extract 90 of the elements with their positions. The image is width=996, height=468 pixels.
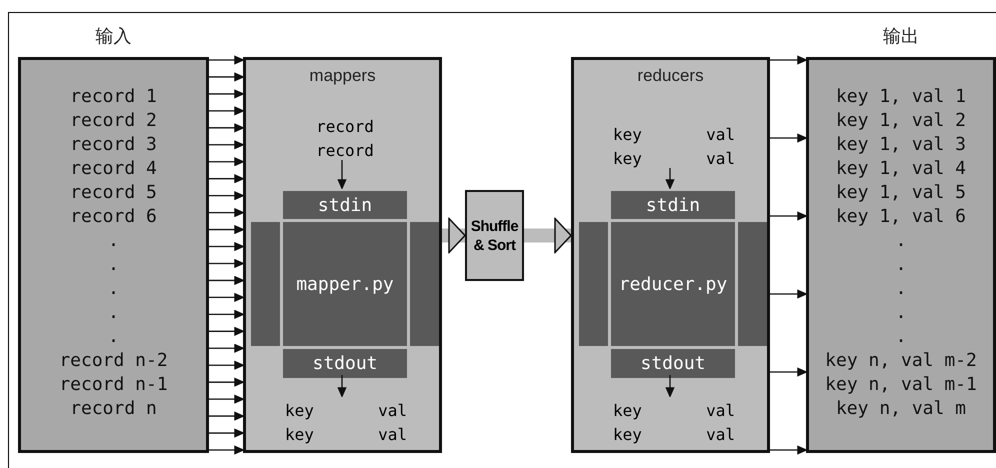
key-value-text: key n, val m xyxy=(836,397,966,421)
key-text: key xyxy=(613,124,642,146)
key-text: key xyxy=(285,400,314,422)
arrow xyxy=(770,134,807,142)
key-value-text: key 1, val 3 xyxy=(836,133,966,157)
side-bar xyxy=(251,222,280,346)
arrow xyxy=(209,208,244,217)
arrow xyxy=(209,242,244,251)
arrow xyxy=(209,344,244,352)
record-text: record 5 xyxy=(70,181,157,205)
record-text: record n xyxy=(70,397,157,421)
arrow xyxy=(338,375,346,397)
record-text: record 6 xyxy=(70,205,157,229)
arrow xyxy=(209,276,244,285)
input-text: record xyxy=(316,116,374,138)
mapper-panel xyxy=(243,57,442,453)
value-text: val xyxy=(706,124,735,146)
block-arrow xyxy=(442,218,466,254)
arrow xyxy=(666,168,674,189)
arrow xyxy=(209,327,244,336)
arrow xyxy=(209,428,244,438)
record-text: . xyxy=(108,277,119,301)
key-value-text: key n, val m-1 xyxy=(825,373,977,397)
arrow xyxy=(209,360,244,370)
arrow xyxy=(209,90,244,98)
shuffle-sort-box xyxy=(465,190,524,281)
arrow xyxy=(209,394,244,404)
panel-heading: 输入 xyxy=(96,25,132,48)
arrow xyxy=(209,106,244,116)
value-text: val xyxy=(706,400,735,422)
reducer-panel xyxy=(571,57,770,453)
value-text: val xyxy=(378,424,407,446)
panel-heading: 输出 xyxy=(883,25,919,48)
key-value-text: key 1, val 5 xyxy=(836,181,966,205)
record-text: record 4 xyxy=(70,157,157,181)
record-text: . xyxy=(108,325,119,349)
key-value-text: key 1, val 2 xyxy=(836,109,966,133)
arrow xyxy=(770,290,807,298)
side-bar xyxy=(738,222,767,346)
arrow xyxy=(209,293,244,302)
key-value-text: key 1, val 1 xyxy=(836,85,966,109)
side-bar xyxy=(579,222,608,346)
key-text: key xyxy=(613,148,642,170)
key-value-text: . xyxy=(896,277,906,301)
arrow xyxy=(209,310,244,319)
arrow xyxy=(770,446,807,454)
key-value-text: key n, val m-2 xyxy=(825,349,977,373)
box-label: Shuffle & Sort xyxy=(470,216,518,254)
value-text: val xyxy=(706,424,735,446)
arrow xyxy=(209,191,244,200)
key-text: key xyxy=(285,424,314,446)
key-value-text: key 1, val 6 xyxy=(836,205,966,229)
arrow xyxy=(209,412,244,420)
key-text: key xyxy=(613,424,642,446)
arrow xyxy=(209,56,244,64)
arrow xyxy=(209,124,244,132)
arrow xyxy=(209,158,244,166)
arrow xyxy=(770,368,807,376)
arrow xyxy=(666,375,674,397)
record-text: record 2 xyxy=(70,109,157,133)
record-text: . xyxy=(108,229,119,253)
key-value-text: . xyxy=(896,253,906,277)
side-bar xyxy=(410,222,439,346)
arrow xyxy=(209,446,244,454)
arrow xyxy=(770,56,807,64)
key-value-text: key 1, val 4 xyxy=(836,157,966,181)
arrow xyxy=(209,72,244,82)
record-text: record 1 xyxy=(70,85,157,109)
record-text: record n-2 xyxy=(59,349,168,373)
key-value-text: . xyxy=(896,229,906,253)
arrow xyxy=(209,140,244,150)
key-text: key xyxy=(613,400,642,422)
arrow xyxy=(209,174,244,183)
arrow xyxy=(770,212,807,220)
record-text: record 3 xyxy=(70,133,157,157)
value-text: val xyxy=(706,148,735,170)
key-value-text: . xyxy=(896,301,906,325)
block-arrow xyxy=(524,218,572,254)
record-text: record n-1 xyxy=(59,373,168,397)
value-text: val xyxy=(378,400,407,422)
record-text: . xyxy=(108,253,119,277)
panel-heading: mappers xyxy=(309,66,376,86)
input-text: record xyxy=(316,140,374,162)
arrow xyxy=(209,259,244,268)
arrow xyxy=(209,225,244,234)
arrow xyxy=(209,378,244,386)
record-text: . xyxy=(108,301,119,325)
panel-heading: reducers xyxy=(637,66,704,86)
arrow xyxy=(338,160,346,189)
key-value-text: . xyxy=(896,325,906,349)
